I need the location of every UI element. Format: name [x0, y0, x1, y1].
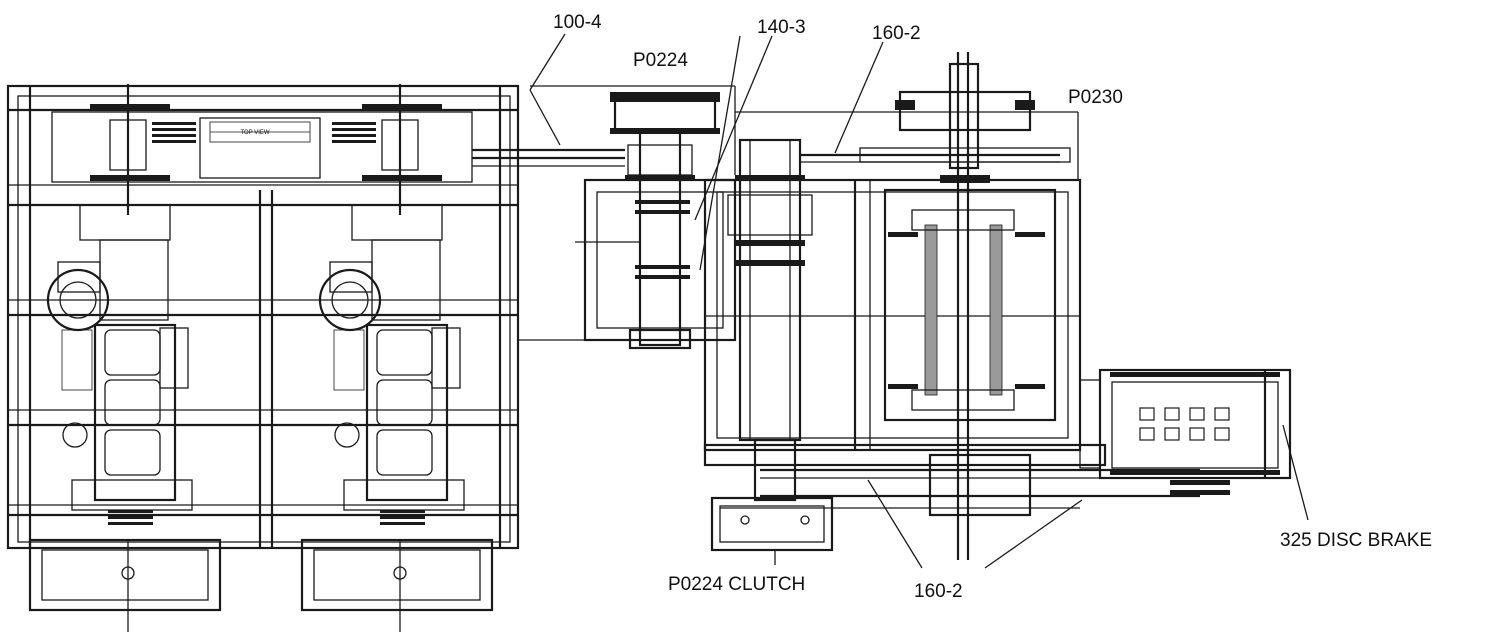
- leader-lines: [529, 33, 1309, 569]
- drive-shafts-100-4: [472, 85, 736, 341]
- label-160-2-bottom: 160-2: [914, 581, 963, 602]
- belt-hatch-left: [152, 122, 196, 143]
- label-325-disc-brake: 325 DISC BRAKE: [1280, 530, 1432, 551]
- p0224-gearbox: [575, 92, 737, 350]
- engine-left: [28, 84, 222, 632]
- label-p0224: P0224: [633, 50, 688, 71]
- transmission-housing: [703, 52, 1082, 560]
- label-100-4: 100-4: [553, 12, 602, 33]
- label-160-2-top: 160-2: [872, 23, 921, 44]
- disc-brake: [1079, 368, 1292, 480]
- belt-hatch-right: [332, 122, 376, 143]
- top-view-note: TOP VIEW: [240, 130, 269, 136]
- engine-right: [300, 84, 494, 632]
- label-p0224-clutch: P0224 CLUTCH: [668, 574, 805, 595]
- p0224-clutch: [710, 438, 834, 565]
- label-140-3: 140-3: [757, 17, 806, 38]
- label-p0230: P0230: [1068, 87, 1123, 108]
